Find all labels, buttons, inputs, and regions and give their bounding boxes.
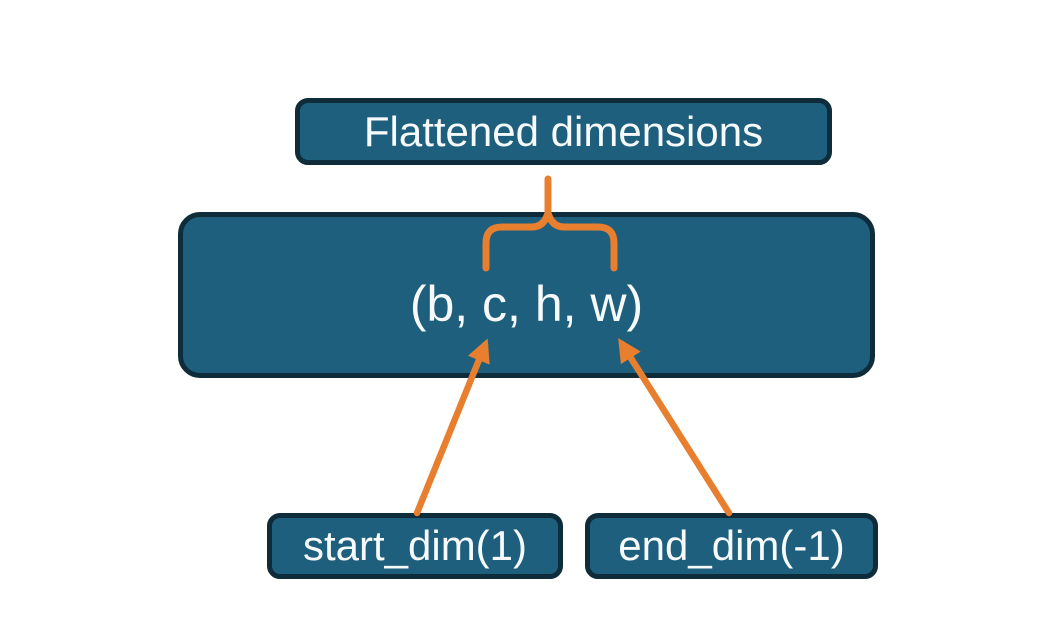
tensor-shape-box: (b, c, h, w) xyxy=(178,212,875,378)
flattened-dimensions-label: Flattened dimensions xyxy=(363,107,764,155)
tensor-shape-label: (b, c, h, w) xyxy=(409,276,644,332)
end-dim-box: end_dim(-1) xyxy=(585,513,878,579)
start-dim-box: start_dim(1) xyxy=(267,513,563,579)
flattened-dimensions-box: Flattened dimensions xyxy=(295,98,832,165)
end-dim-label: end_dim(-1) xyxy=(618,522,845,569)
start-dim-label: start_dim(1) xyxy=(302,522,528,569)
